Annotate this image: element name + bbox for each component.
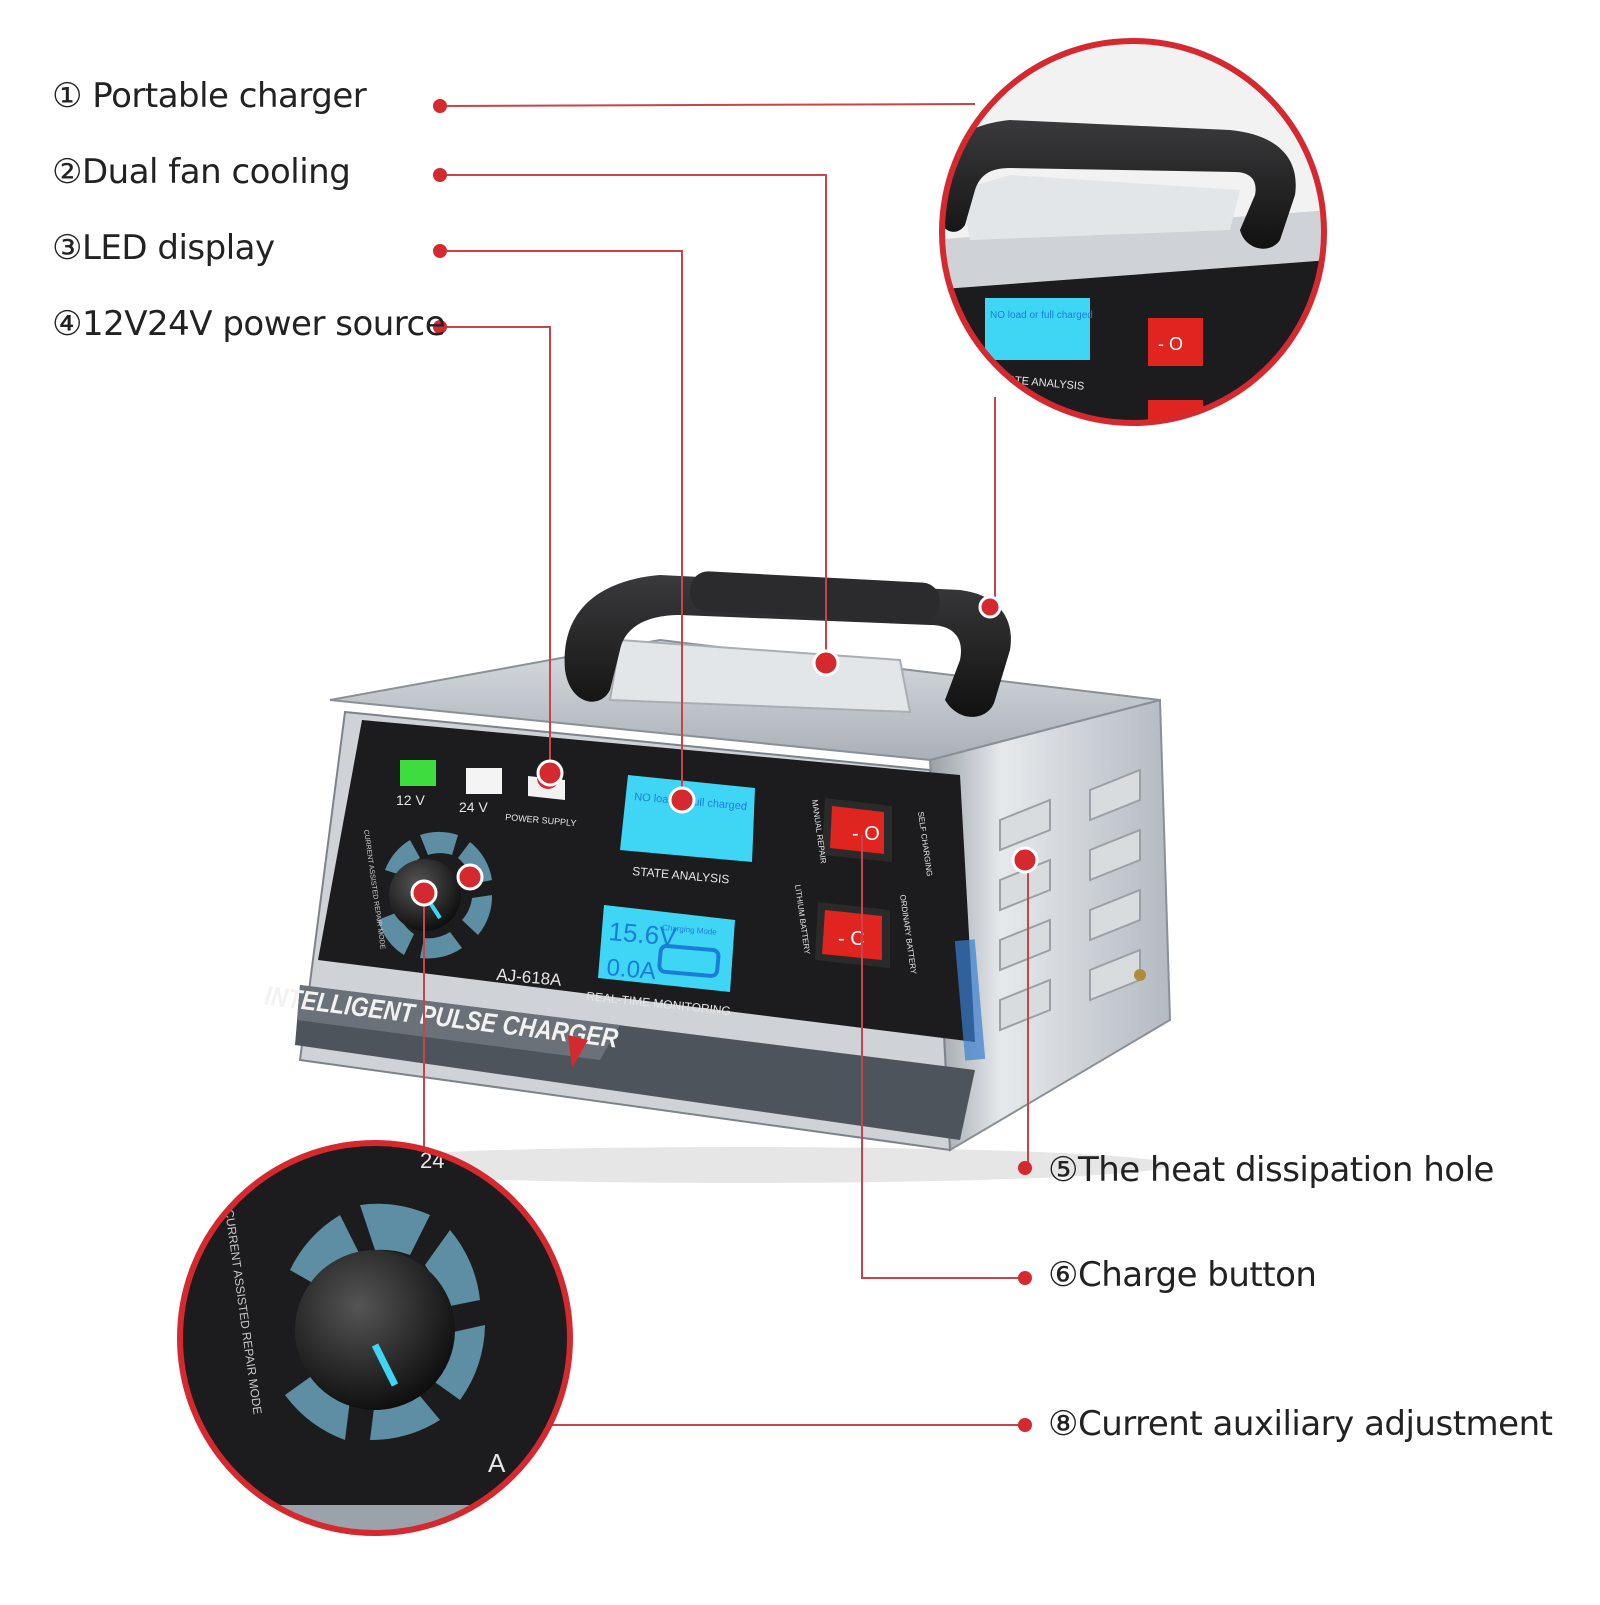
- device-markers: [410, 595, 1039, 907]
- 24v-indicator-led: [466, 768, 502, 794]
- knob-zoom-inset: CURRENT ASSISTED REPAIR MODE A 24: [177, 1140, 573, 1536]
- realtime-monitoring-screen: [598, 905, 735, 992]
- 24v-label: 24 V: [459, 799, 488, 815]
- current-reading: 0.0A: [605, 954, 657, 985]
- callout-portable-charger: ① Portable charger: [52, 76, 367, 116]
- callout-current-adjustment: ⑧Current auxiliary adjustment: [1048, 1404, 1553, 1444]
- battery-level-icon: [657, 943, 721, 978]
- svg-text:- C: - C: [838, 928, 865, 950]
- mode-switch-1[interactable]: - O: [822, 798, 892, 862]
- charger-device: 12 V 24 V POWER SUPPLY NO load or full c…: [263, 571, 1172, 1183]
- svg-text:- O: - O: [1158, 334, 1183, 354]
- svg-text:A: A: [488, 1448, 506, 1478]
- charge-button-switch[interactable]: - C: [815, 902, 890, 968]
- callout-dots: [433, 99, 1032, 1432]
- 12v-label: 12 V: [396, 792, 425, 808]
- handle-zoom-inset: NO load or full charged STATE ANALYSIS -…: [939, 38, 1327, 426]
- callout-led-display: ③LED display: [52, 228, 275, 268]
- svg-text:NO load or full charged: NO load or full charged: [990, 310, 1093, 321]
- callout-charge-button: ⑥Charge button: [1048, 1255, 1317, 1295]
- svg-text:- O: - O: [852, 823, 880, 845]
- state-analysis-screen: [620, 775, 755, 862]
- callout-power-source: ④12V24V power source: [52, 304, 446, 344]
- 12v-indicator-led: [400, 760, 436, 786]
- callout-lines: [423, 103, 1029, 1426]
- callout-dual-fan-cooling: ②Dual fan cooling: [52, 152, 351, 192]
- callout-heat-dissipation-hole: ⑤The heat dissipation hole: [1048, 1150, 1494, 1190]
